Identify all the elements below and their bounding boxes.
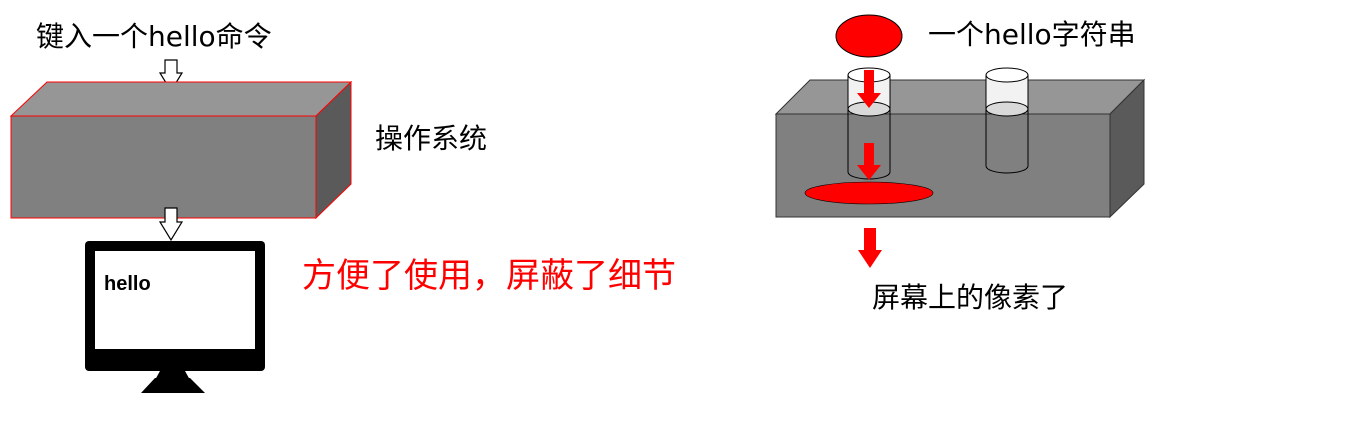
- down-arrow-icon: [158, 207, 184, 242]
- pixels-label: 屏幕上的像素了: [872, 281, 1068, 314]
- monitor-screen: [95, 251, 255, 349]
- os-label: 操作系统: [375, 122, 487, 155]
- tube-right: [985, 67, 1029, 174]
- input-command-label: 键入一个hello命令: [36, 20, 272, 53]
- os-box-top: [9, 81, 353, 117]
- red-down-arrow-icon: [858, 228, 882, 268]
- red-down-arrow-icon: [857, 143, 881, 180]
- pixel-oval: [804, 181, 934, 205]
- processing-box-top: [774, 79, 1146, 115]
- screen-text: hello: [104, 273, 151, 295]
- string-oval: [835, 14, 903, 58]
- monitor-neck: [155, 371, 190, 380]
- operating-system-box: [9, 80, 353, 220]
- red-down-arrow-icon: [857, 70, 881, 108]
- caption-text: 方便了使用，屏蔽了细节: [302, 256, 676, 296]
- os-box-front: [10, 115, 317, 219]
- string-label: 一个hello字符串: [928, 18, 1136, 51]
- processing-box-front: [775, 113, 1111, 218]
- monitor-stand: [141, 378, 205, 393]
- monitor-icon: [85, 241, 265, 393]
